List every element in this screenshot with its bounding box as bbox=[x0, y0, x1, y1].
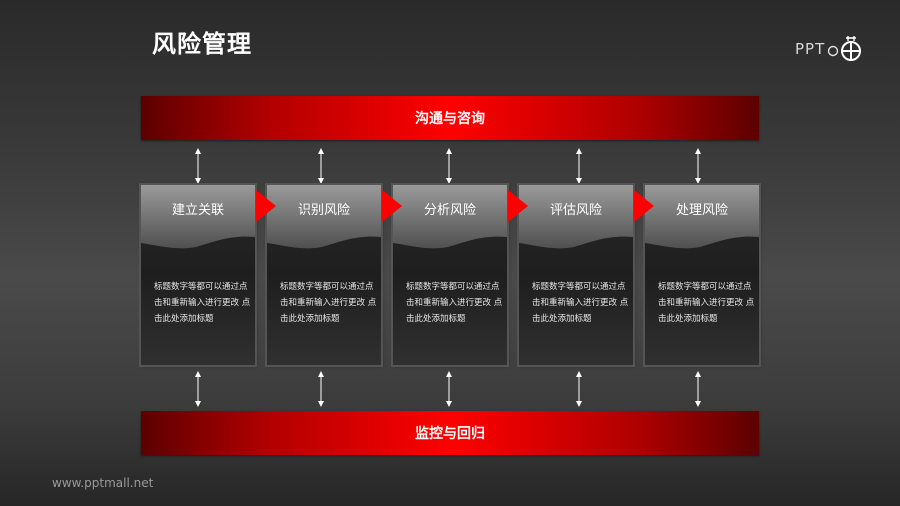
card-header: 分析风险 bbox=[393, 185, 507, 249]
brand-logo: PPT bbox=[795, 33, 875, 65]
step-description: 标题数字等都可以通过点击和重新输入进行更改 点击此处添加标题 bbox=[280, 282, 377, 324]
logo-text: PPT bbox=[795, 40, 826, 58]
step-card-identify: 识别风险 标题数字等都可以通过点击和重新输入进行更改 点击此处添加标题 bbox=[267, 185, 381, 365]
monitoring-bar: 监控与回归 bbox=[141, 411, 759, 455]
step-title: 评估风险 bbox=[549, 203, 602, 218]
card-header: 识别风险 bbox=[267, 185, 381, 249]
double-arrow-icon bbox=[446, 371, 452, 407]
flow-arrow-icon bbox=[256, 190, 276, 222]
step-card-treat: 处理风险 标题数字等都可以通过点击和重新输入进行更改 点击此处添加标题 bbox=[645, 185, 759, 365]
step-title: 识别风险 bbox=[297, 203, 350, 218]
communication-bar-label: 沟通与咨询 bbox=[415, 111, 485, 127]
double-arrow-icon bbox=[576, 371, 582, 407]
step-card-analyze: 分析风险 标题数字等都可以通过点击和重新输入进行更改 点击此处添加标题 bbox=[393, 185, 507, 365]
pptmall-logo-icon bbox=[828, 36, 862, 61]
step-description: 标题数字等都可以通过点击和重新输入进行更改 点击此处添加标题 bbox=[406, 282, 503, 324]
step-title: 分析风险 bbox=[423, 203, 476, 218]
step-description: 标题数字等都可以通过点击和重新输入进行更改 点击此处添加标题 bbox=[154, 282, 251, 324]
flow-arrow-icon bbox=[634, 190, 654, 222]
card-header: 处理风险 bbox=[645, 185, 759, 249]
monitoring-bar-label: 监控与回归 bbox=[415, 426, 485, 442]
double-arrow-icon bbox=[318, 371, 324, 407]
double-arrow-icon bbox=[695, 371, 701, 407]
double-arrow-icon bbox=[576, 148, 582, 184]
double-arrow-icon bbox=[195, 148, 201, 184]
step-description: 标题数字等都可以通过点击和重新输入进行更改 点击此处添加标题 bbox=[532, 282, 629, 324]
double-arrow-icon bbox=[695, 148, 701, 184]
step-card-establish: 建立关联 标题数字等都可以通过点击和重新输入进行更改 点击此处添加标题 bbox=[141, 185, 255, 365]
card-header: 评估风险 bbox=[519, 185, 633, 249]
step-description: 标题数字等都可以通过点击和重新输入进行更改 点击此处添加标题 bbox=[658, 282, 755, 324]
footer-url: www.pptmall.net bbox=[52, 476, 154, 490]
double-arrow-icon bbox=[446, 148, 452, 184]
flow-arrow-icon bbox=[508, 190, 528, 222]
page-title: 风险管理 bbox=[152, 30, 252, 58]
communication-bar: 沟通与咨询 bbox=[141, 96, 759, 140]
step-title: 建立关联 bbox=[171, 203, 224, 218]
double-arrow-icon bbox=[195, 371, 201, 407]
flow-arrow-icon bbox=[382, 190, 402, 222]
step-title: 处理风险 bbox=[675, 203, 728, 218]
double-arrow-icon bbox=[318, 148, 324, 184]
card-header: 建立关联 bbox=[141, 185, 255, 249]
step-card-evaluate: 评估风险 标题数字等都可以通过点击和重新输入进行更改 点击此处添加标题 bbox=[519, 185, 633, 365]
